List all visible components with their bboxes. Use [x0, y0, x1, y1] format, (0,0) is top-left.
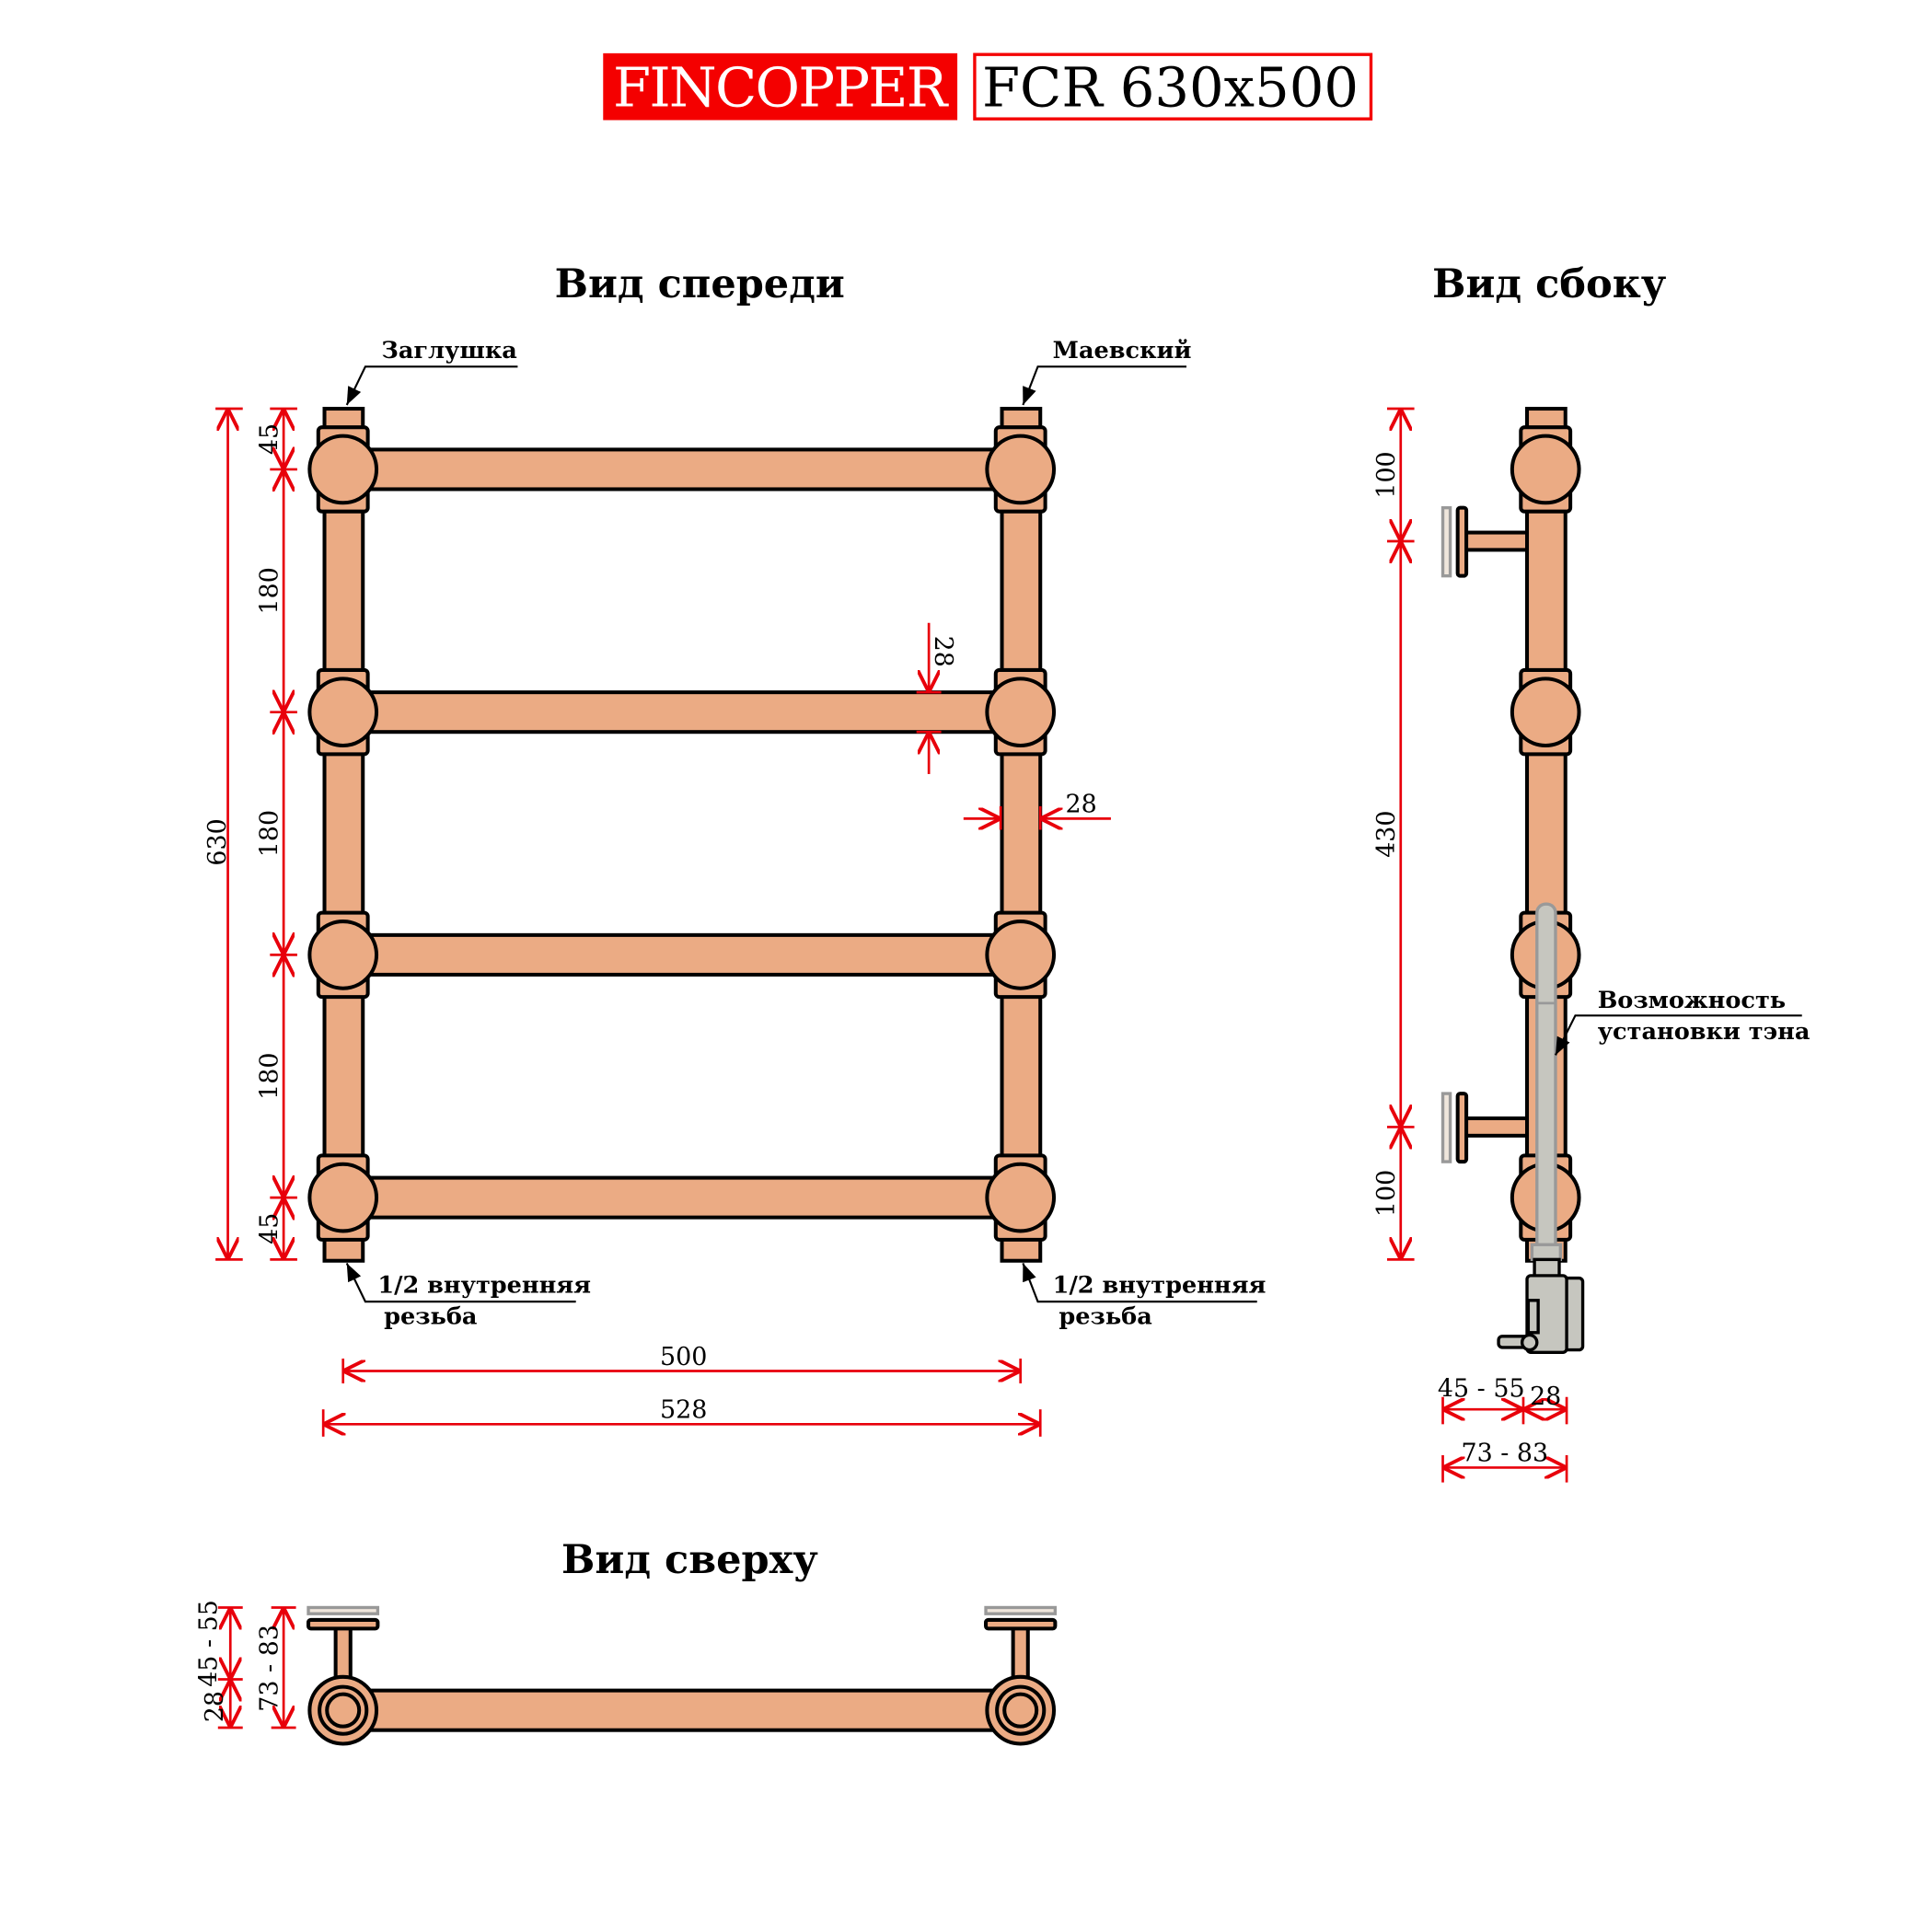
side-dim-pipe: 28 — [1530, 1382, 1561, 1411]
dimension-label: 180 — [255, 810, 283, 857]
side-view-title: Вид сбоку — [1432, 261, 1667, 307]
side-dim-wall-offset: 45 - 55 — [1438, 1375, 1525, 1404]
joint-ball — [1510, 677, 1581, 748]
joint-ball — [985, 677, 1057, 748]
wall-plate — [1440, 1092, 1452, 1163]
standoff-arm — [1011, 1624, 1030, 1684]
top-dim-pipe: 28 — [201, 1691, 229, 1722]
label-heater-1: Возможность — [1598, 987, 1786, 1014]
model-box — [973, 52, 1373, 121]
dimension-label: 430 — [1372, 811, 1401, 858]
standoff-flange — [984, 1617, 1058, 1631]
dimension-label: 45 — [255, 423, 283, 455]
header: FINCOPPER FCR 630x500 — [603, 52, 1373, 121]
brand-name: FINCOPPER — [613, 56, 949, 120]
standoff-flange — [307, 1617, 380, 1631]
dimension-label: 100 — [1372, 1170, 1401, 1217]
joint-ball — [307, 677, 379, 748]
dim-rail-diameter: 28 — [929, 636, 957, 667]
bracket-flange — [1455, 1092, 1469, 1164]
dimension-label: 180 — [255, 567, 283, 614]
brand-badge — [603, 52, 958, 121]
towel-rail — [361, 932, 1004, 977]
left-column — [322, 407, 365, 1263]
standoff-arm — [333, 1624, 353, 1684]
joint-ball — [985, 434, 1057, 505]
dim-center-distance: 500 — [660, 1343, 707, 1371]
top-view: 45 - 55 28 73 - 83 — [194, 1600, 1058, 1746]
column-bore — [325, 1692, 362, 1729]
heating-element — [1497, 902, 1585, 1354]
bracket-arm — [1462, 530, 1531, 552]
model-name: FCR 630x500 — [982, 56, 1359, 120]
side-view: Возможность установки тэна 100 430 100 45 … — [1372, 407, 1811, 1483]
joint-ball — [985, 920, 1057, 990]
towel-rail — [361, 447, 1004, 492]
right-column — [1000, 407, 1043, 1263]
wall-plate — [984, 1605, 1058, 1615]
top-dim-total-depth: 73 - 83 — [255, 1625, 283, 1712]
front-view: 630 45 180 180 180 45 28 28 500 528 Заглушка… — [203, 337, 1266, 1437]
label-thread-left-1: 1/2 внутренняя — [377, 1272, 591, 1300]
label-heater-2: установки тэна — [1598, 1018, 1811, 1046]
label-valve: Маевский — [1053, 337, 1192, 364]
top-view-title: Вид сверху — [561, 1537, 818, 1583]
joint-ball — [1510, 434, 1581, 505]
top-rail — [341, 1688, 1023, 1732]
label-thread-left-2: резьба — [384, 1302, 477, 1330]
dim-total-width: 528 — [660, 1396, 707, 1425]
towel-rail — [361, 690, 1004, 735]
joint-ball — [985, 1162, 1057, 1233]
towel-rail — [361, 1175, 1004, 1220]
wall-plate — [1440, 505, 1452, 578]
label-plug: Заглушка — [381, 337, 516, 364]
wall-plate — [307, 1605, 380, 1615]
dim-total-height: 630 — [203, 818, 232, 865]
bracket-arm — [1462, 1116, 1531, 1138]
dim-column-diameter: 28 — [1066, 791, 1097, 819]
front-view-title: Вид спереди — [555, 261, 845, 307]
joint-ball — [307, 1162, 379, 1233]
bracket-flange — [1455, 505, 1469, 578]
label-thread-right-2: резьба — [1059, 1302, 1151, 1330]
label-thread-right-1: 1/2 внутренняя — [1053, 1272, 1267, 1300]
top-dim-wall-offset: 45 - 55 — [194, 1600, 223, 1687]
dimension-label: 45 — [255, 1213, 283, 1244]
dimension-label: 180 — [255, 1053, 283, 1100]
column-bore — [1002, 1692, 1039, 1729]
joint-ball — [307, 920, 379, 990]
side-dim-total-depth: 73 - 83 — [1461, 1440, 1548, 1468]
dimension-label: 100 — [1372, 451, 1401, 498]
joint-ball — [307, 434, 379, 505]
